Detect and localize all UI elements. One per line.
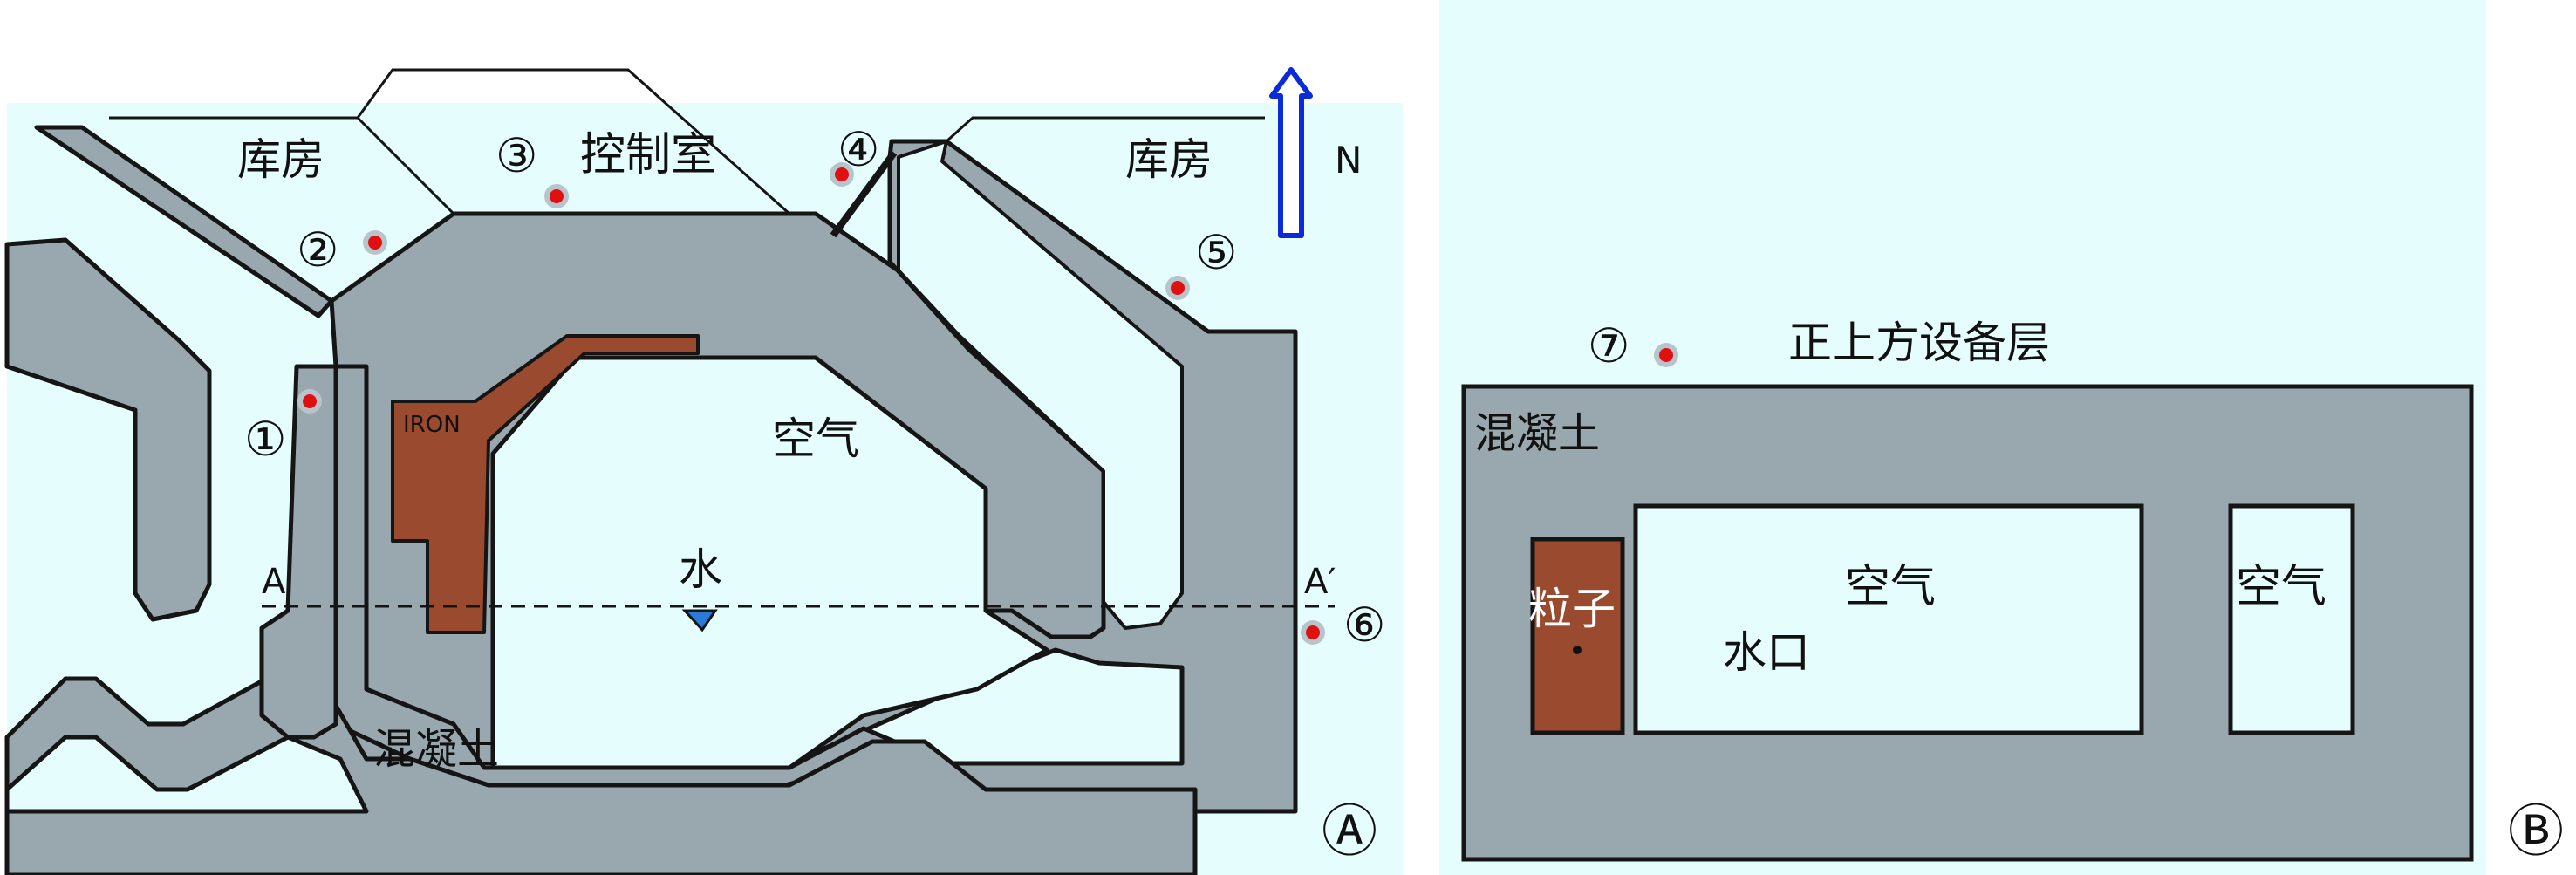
concrete-label: 混凝土 <box>373 725 499 774</box>
point-1-dot <box>297 389 322 414</box>
panel-a-top-white-band <box>7 0 1403 103</box>
iron-label: IRON <box>403 412 461 438</box>
point-6-dot <box>1301 620 1325 645</box>
water-port-label: 水口 <box>1723 627 1810 678</box>
roof-outline-right <box>945 116 1265 143</box>
equipment-layer-label: 正上方设备层 <box>1788 318 2050 368</box>
point-6-label: ⑥ <box>1343 598 1385 653</box>
control-room-label: 控制室 <box>580 129 716 181</box>
water-marker <box>681 609 718 632</box>
point-3-dot <box>544 184 569 208</box>
panel-b-mark: Ⓑ <box>2508 800 2564 865</box>
concrete-label-b: 混凝土 <box>1474 409 1600 458</box>
particle-column <box>1530 537 1625 735</box>
panel-a-mark: Ⓐ <box>1322 800 1377 865</box>
storage-left-label: 库房 <box>237 134 325 185</box>
section-label-a-prime: A′ <box>1304 562 1336 602</box>
roof-diagonal <box>356 116 455 215</box>
air-side-label: 空气 <box>2236 561 2327 613</box>
section-label-a: A <box>262 562 286 602</box>
point-5-dot <box>1165 276 1190 300</box>
point-7-label: ⑦ <box>1588 318 1630 373</box>
air-room <box>490 355 1049 770</box>
lower-corridor <box>4 735 369 814</box>
storage-right-label: 库房 <box>1125 134 1213 185</box>
iron-block <box>391 334 700 634</box>
north-arrow-icon <box>1269 67 1313 238</box>
wall-left <box>4 237 212 622</box>
north-label: N <box>1335 139 1362 181</box>
point-7-dot <box>1654 343 1678 367</box>
point-2-label: ② <box>297 222 338 277</box>
right-corridor <box>897 140 1184 630</box>
air-room-side <box>2228 503 2355 735</box>
point-4-label: ④ <box>837 122 879 177</box>
air-room-main <box>1633 503 2144 735</box>
roof-outline <box>109 68 790 215</box>
air-main-label: 空气 <box>1845 561 1936 613</box>
panel-a: IRON A A′ 库房 控制室 库房 空气 水 混凝土 N <box>4 0 1403 875</box>
point-4-dot <box>830 162 854 187</box>
panel-b: 正上方设备层 混凝土 粒子 空气 水口 空气 ⑦ Ⓑ <box>1439 0 2564 875</box>
door-line <box>830 150 898 238</box>
point-2-dot <box>363 230 387 255</box>
wall-corridor-divider <box>259 364 338 740</box>
particle-dot <box>1573 646 1582 654</box>
point-5-label: ⑤ <box>1195 225 1237 280</box>
point-1-label: ① <box>244 412 286 467</box>
water-label: 水 <box>679 544 722 595</box>
air-label: 空气 <box>772 414 859 464</box>
particle-label: 粒子 <box>1528 584 1616 634</box>
point-3-label: ③ <box>495 128 537 183</box>
